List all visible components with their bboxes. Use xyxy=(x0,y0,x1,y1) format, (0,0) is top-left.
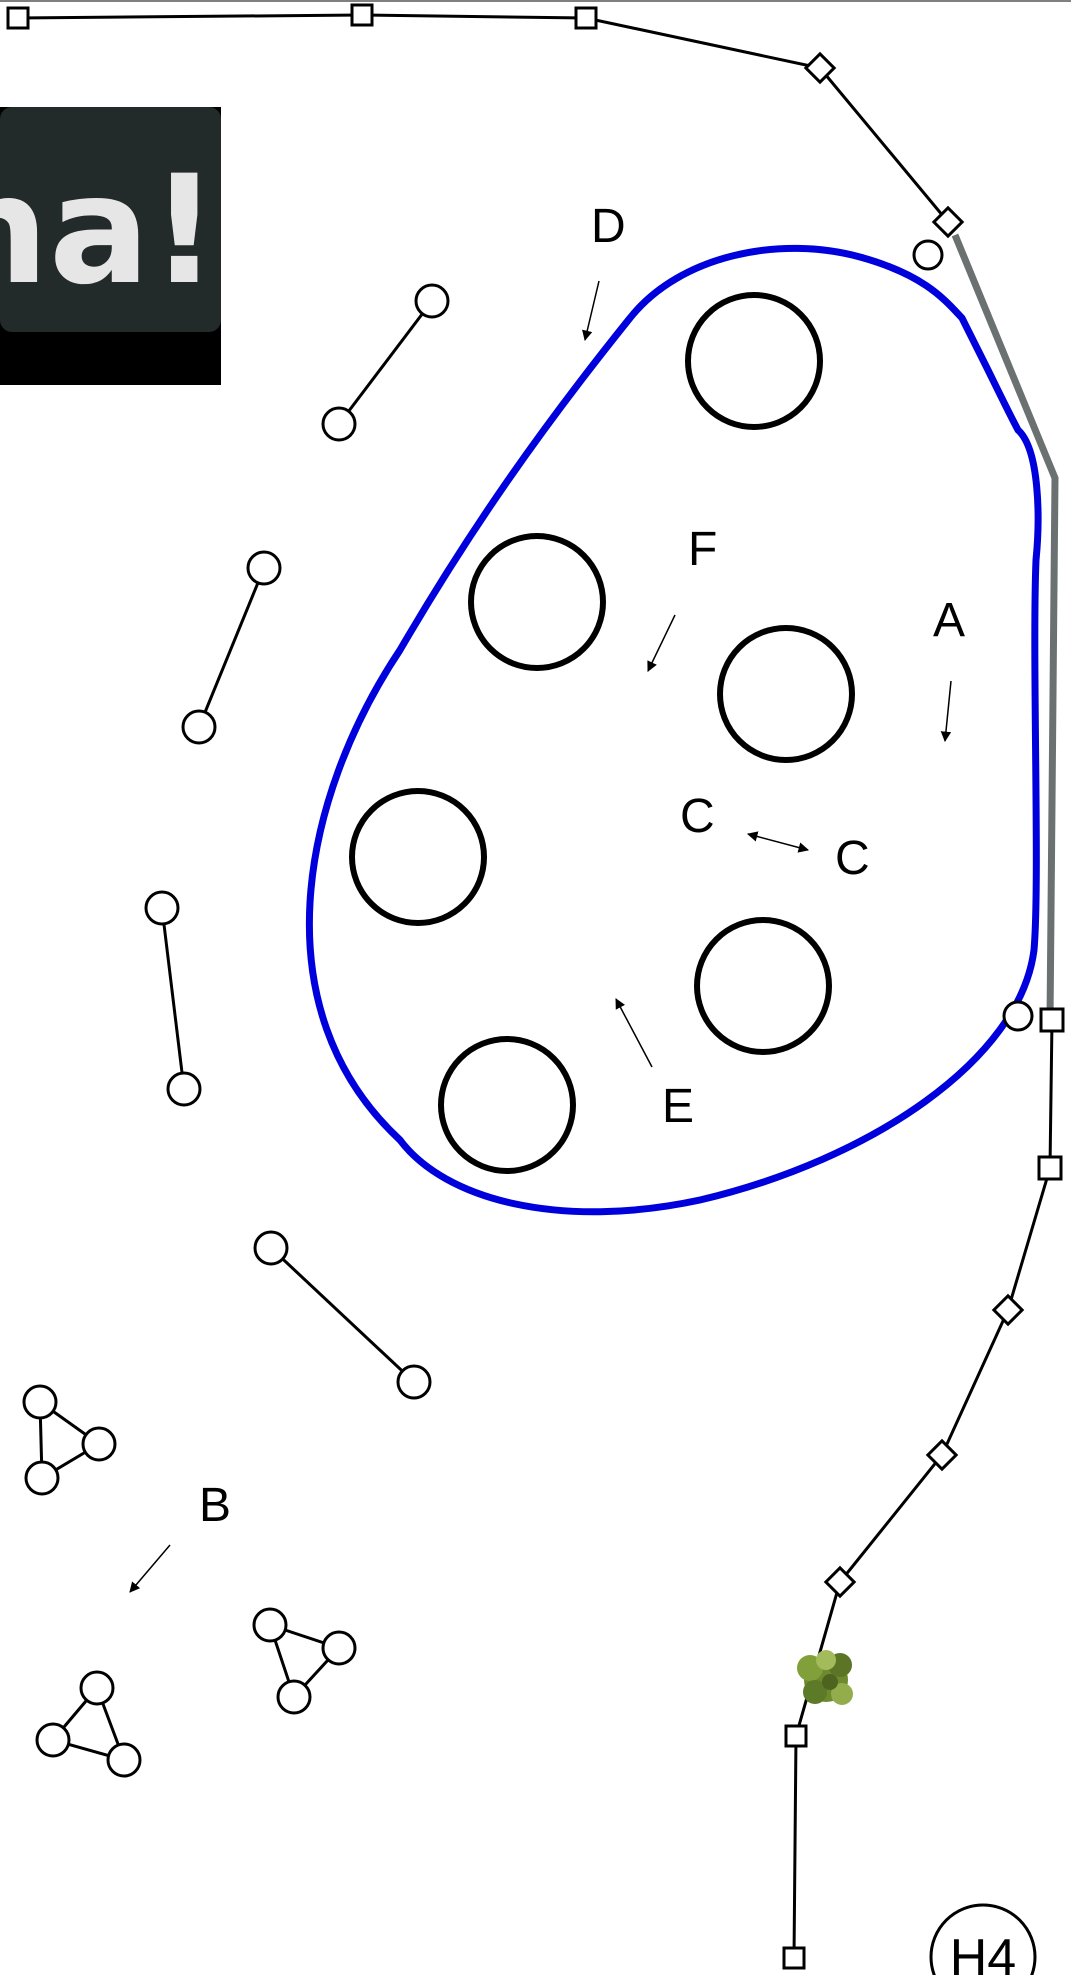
route-node-square xyxy=(350,3,374,27)
enclosure-circle xyxy=(438,1036,576,1174)
route-node-square xyxy=(1039,1007,1065,1033)
route-node-diamond xyxy=(991,1293,1025,1327)
enclosure-boundary xyxy=(306,244,1042,1216)
route-right xyxy=(792,1019,1054,1959)
label-d: D xyxy=(591,200,626,253)
arrow-e xyxy=(615,998,653,1068)
pair-group xyxy=(144,890,202,1107)
map-badge: H4 xyxy=(929,1903,1037,1975)
route-node-square xyxy=(1037,1155,1063,1181)
pair-group xyxy=(321,283,450,442)
label-b: B xyxy=(199,1479,231,1532)
enclosure-circle xyxy=(685,292,823,430)
badge-text: H4 xyxy=(950,1929,1016,1975)
label-e: E xyxy=(662,1080,694,1133)
arrow-a xyxy=(940,680,952,743)
route-node-square xyxy=(782,1946,806,1970)
logo-text: na! xyxy=(0,144,218,318)
triangle-group xyxy=(252,1607,357,1715)
route-node-diamond xyxy=(823,1565,857,1599)
arrow-b xyxy=(129,1544,171,1593)
enclosure-circle xyxy=(349,788,487,926)
route-node-diamond xyxy=(925,1438,959,1472)
enclosure-circle xyxy=(694,917,832,1055)
triangle-group xyxy=(35,1670,142,1778)
label-c: C xyxy=(835,832,870,885)
route-node-square xyxy=(6,6,30,30)
triangle-group xyxy=(22,1384,117,1496)
route-node-diamond xyxy=(931,205,965,239)
arrow-d xyxy=(582,280,600,342)
route-node-square xyxy=(574,6,598,30)
enclosure-circle xyxy=(468,533,606,671)
enclosure-gap-mark xyxy=(625,339,637,351)
route-node-diamond xyxy=(803,51,837,85)
enclosure-circle xyxy=(717,625,855,763)
side-path xyxy=(951,233,1059,1021)
label-f: F xyxy=(688,523,717,576)
arrow-c xyxy=(746,831,810,853)
pair-group xyxy=(253,1230,432,1400)
arrow-f xyxy=(647,614,676,672)
pair-group xyxy=(181,550,282,745)
logo-fragment: na! xyxy=(0,107,221,385)
label-a: A xyxy=(933,594,965,647)
route-node-square xyxy=(784,1724,808,1748)
label-c: C xyxy=(680,790,715,843)
junction-circle xyxy=(1002,1000,1034,1032)
junction-circle xyxy=(912,239,944,271)
tree-icon xyxy=(797,1650,853,1705)
